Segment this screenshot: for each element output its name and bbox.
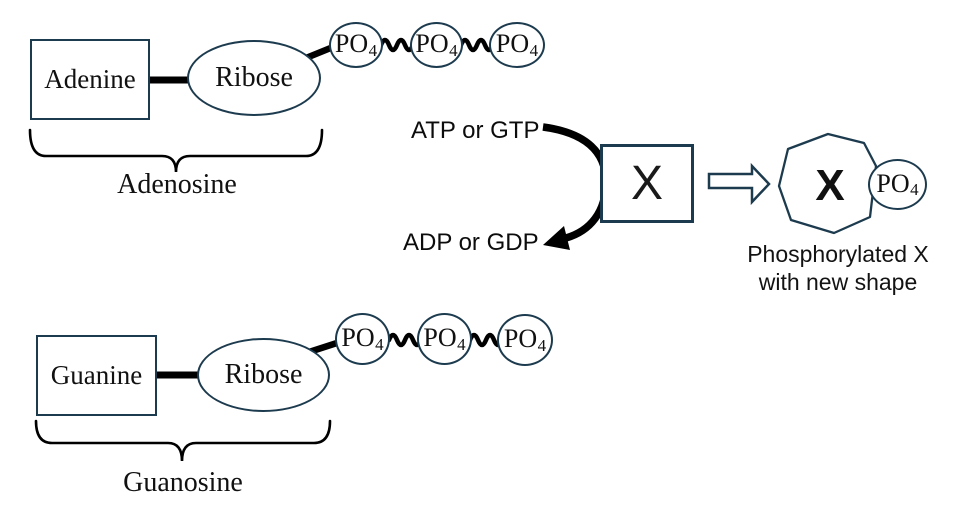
reaction-arrowhead <box>543 226 570 250</box>
po-subscript: 4 <box>457 334 466 354</box>
po-base: PO <box>415 29 449 59</box>
ribose-label-bottom: Ribose <box>224 359 303 390</box>
reaction-curved-arrow <box>542 123 610 242</box>
product-caption-line2: with new shape <box>758 269 918 295</box>
po-subscript: 4 <box>375 334 384 354</box>
phosphate-label: PO4 <box>341 323 383 355</box>
atp-gtp-label: ATP or GTP <box>411 117 540 144</box>
phosphate-label: PO4 <box>496 29 538 61</box>
adp-gdp-label: ADP or GDP <box>403 229 539 256</box>
po-subscript: 4 <box>529 40 539 60</box>
guanine-label: Guanine <box>50 360 143 390</box>
phosphate-squiggle-bond-top-2 <box>458 37 496 53</box>
phosphate-label: PO4 <box>876 169 918 201</box>
phosphorylated-x-heptagon <box>777 132 878 235</box>
po-subscript: 4 <box>449 40 458 60</box>
po-base: PO <box>334 29 369 59</box>
substrate-x-box: X <box>600 144 694 223</box>
po-base: PO <box>503 324 538 354</box>
po-base: PO <box>423 323 457 353</box>
adenine-box: Adenine <box>30 39 150 120</box>
guanosine-brace <box>34 419 332 462</box>
ribose-ellipse-top: Ribose <box>187 40 321 116</box>
phosphate-node-product: PO4 <box>868 159 927 210</box>
phosphate-label: PO4 <box>423 323 465 355</box>
adenosine-label: Adenosine <box>117 169 237 200</box>
phosphate-label: PO4 <box>504 324 546 356</box>
product-caption: Phosphorylated X with new shape <box>740 240 936 296</box>
po-base: PO <box>495 29 530 59</box>
phosphate-node-top-2: PO4 <box>410 22 463 68</box>
phosphate-squiggle-bond-top-1 <box>378 37 416 53</box>
po-subscript: 4 <box>910 180 919 200</box>
phosphate-label: PO4 <box>415 29 457 61</box>
phosphate-node-bottom-1: PO4 <box>335 313 390 365</box>
adenine-label: Adenine <box>44 64 136 94</box>
phosphate-squiggle-bond-bottom-1 <box>386 332 424 348</box>
transform-arrow-icon <box>707 162 771 206</box>
phosphate-label: PO4 <box>335 29 377 61</box>
po-subscript: 4 <box>537 335 547 355</box>
adenosine-brace <box>28 128 324 173</box>
phosphate-squiggle-bond-bottom-2 <box>467 332 505 348</box>
phosphate-node-top-3: PO4 <box>489 22 545 68</box>
ribose-ellipse-bottom: Ribose <box>197 338 330 412</box>
guanine-box: Guanine <box>36 335 157 416</box>
po-base: PO <box>876 168 910 198</box>
po-base: PO <box>341 323 375 353</box>
phosphate-node-top-1: PO4 <box>329 22 383 68</box>
substrate-x-label: X <box>630 157 663 210</box>
product-caption-line1: Phosphorylated X <box>747 241 929 267</box>
po-subscript: 4 <box>368 40 378 60</box>
ribose-label-top: Ribose <box>215 62 293 93</box>
phosphate-node-bottom-2: PO4 <box>417 313 472 365</box>
phosphorylated-x-label: X <box>815 161 845 210</box>
phosphate-node-bottom-3: PO4 <box>497 314 553 366</box>
guanosine-label: Guanosine <box>123 467 243 498</box>
